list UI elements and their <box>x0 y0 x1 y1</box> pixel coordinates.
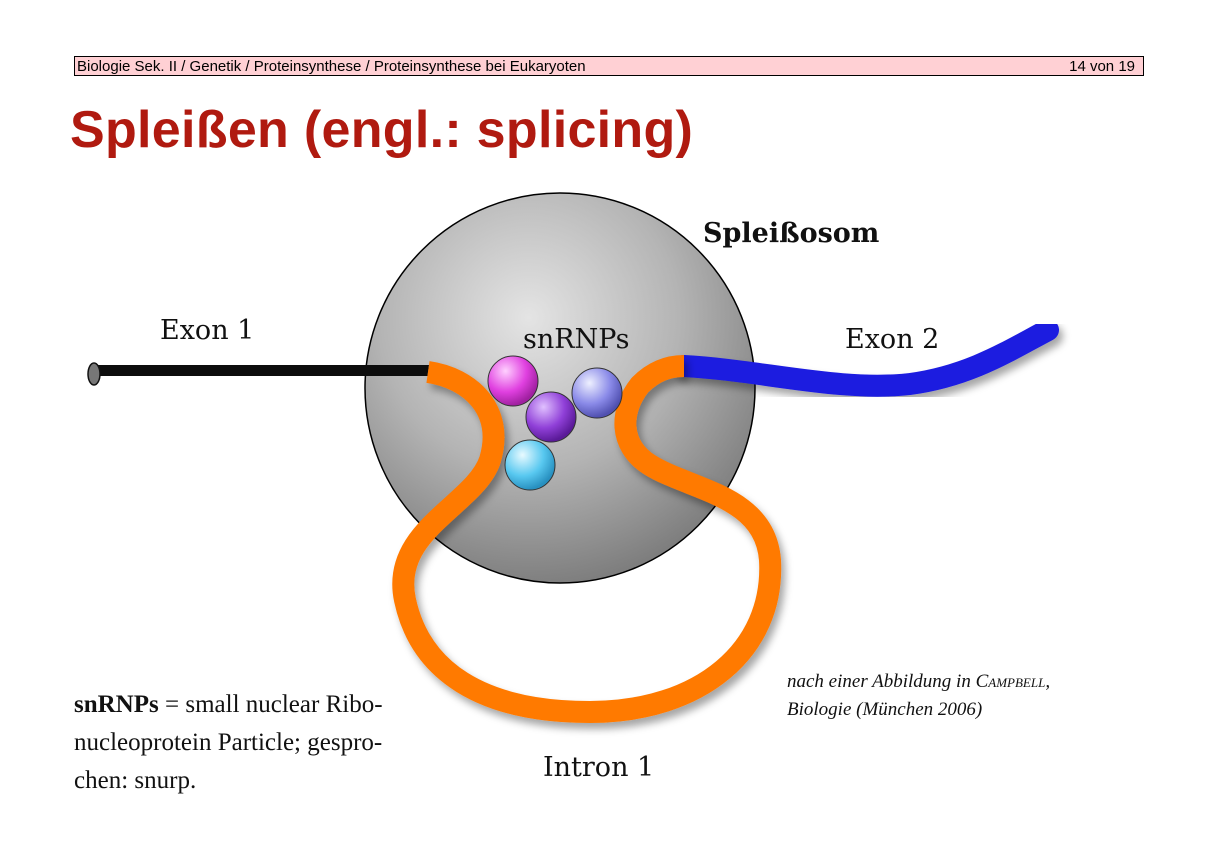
snrnp-magenta <box>487 355 539 407</box>
exon2-strand <box>673 319 1059 397</box>
exon1-strand <box>94 354 430 385</box>
definition-line1: = small nuclear Ribo- <box>158 691 383 718</box>
source-suffix: , <box>1045 671 1051 692</box>
source-prefix: nach einer Abbildung in <box>787 671 976 692</box>
definition-line3: chen: snurp. <box>74 767 197 794</box>
snrnp-term: snRNPs <box>74 691 159 718</box>
source-note: nach einer Abbildung in Campbell, Biologi… <box>787 668 1050 724</box>
snrnp-purple <box>525 391 577 443</box>
breadcrumb: Biologie Sek. II / Genetik / Proteinsynt… <box>77 57 586 75</box>
spliceosome-label: Spleißosom <box>703 218 879 249</box>
exon1-end-cap <box>87 362 101 386</box>
definition-line2: nucleoprotein Particle; gespro- <box>74 729 383 756</box>
intron1-label: Intron 1 <box>543 752 654 783</box>
intron1-loop <box>392 355 782 723</box>
snrnp-cyan <box>504 439 556 491</box>
snrnps-label: snRNPs <box>523 324 630 355</box>
page-number: 14 von 19 <box>1069 57 1135 75</box>
exon1-label: Exon 1 <box>160 315 254 346</box>
snrnp-lavender <box>571 367 623 419</box>
page-title: Spleißen (engl.: splicing) <box>70 101 694 159</box>
header-bar: Biologie Sek. II / Genetik / Proteinsynt… <box>74 56 1144 76</box>
snrnp-definition: snRNPs = small nuclear Ribo-nucleoprotei… <box>74 686 434 800</box>
exon2-label: Exon 2 <box>845 324 939 355</box>
source-author: Campbell <box>975 671 1046 692</box>
source-line2: Biologie (München 2006) <box>787 699 983 720</box>
